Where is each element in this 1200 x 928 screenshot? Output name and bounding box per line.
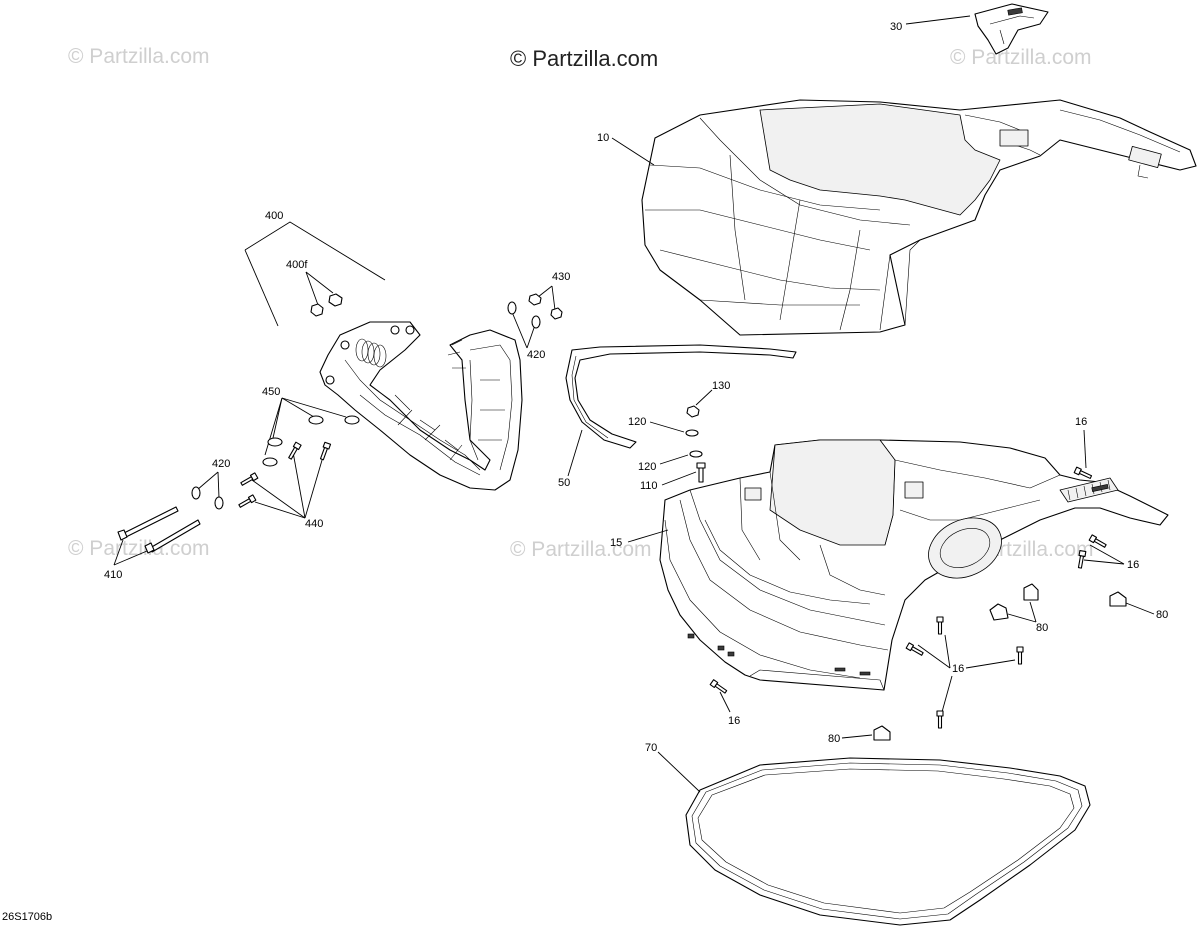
part-110-bolt[interactable]: 110 [640, 462, 706, 492]
svg-text:420: 420 [212, 458, 230, 470]
part-400f-nuts[interactable]: 400f [286, 259, 343, 317]
part-450-washers[interactable]: 450 [262, 386, 360, 467]
watermark-top-right: © Partzilla.com [950, 46, 1092, 69]
svg-text:120: 120 [628, 416, 646, 428]
svg-text:400: 400 [265, 210, 283, 222]
hinge-spring [355, 338, 387, 368]
part-420-washers-lower[interactable]: 420 [191, 458, 230, 510]
svg-text:440: 440 [305, 518, 323, 530]
svg-text:16: 16 [1127, 559, 1139, 571]
svg-text:420: 420 [527, 349, 545, 361]
part-70-seal[interactable]: 70 [645, 742, 1091, 926]
watermarks: © Partzilla.com © Partzilla.com © Partzi… [68, 45, 1094, 561]
svg-text:50: 50 [558, 477, 570, 489]
callout-30: 30 [890, 15, 971, 33]
svg-text:70: 70 [645, 742, 657, 754]
callout-10: 10 [597, 132, 655, 166]
part-80-clips[interactable]: 80 80 80 [828, 583, 1168, 745]
watermark-mid-center: © Partzilla.com [510, 538, 652, 561]
part-50-trim-strip[interactable]: 50 [558, 344, 797, 489]
svg-text:10: 10 [597, 132, 609, 144]
svg-text:400f: 400f [286, 259, 308, 271]
svg-text:16: 16 [952, 663, 964, 675]
svg-text:80: 80 [1036, 622, 1048, 634]
svg-text:16: 16 [728, 715, 740, 727]
svg-text:110: 110 [640, 480, 658, 492]
watermark-main: © Partzilla.com [510, 46, 658, 71]
part-430-nuts[interactable]: 430 [528, 271, 570, 320]
svg-text:430: 430 [552, 271, 570, 283]
part-400-hinge-bracket[interactable] [319, 321, 523, 491]
svg-text:15: 15 [610, 537, 622, 549]
part-30-clip[interactable] [974, 3, 1049, 55]
svg-text:130: 130 [712, 380, 730, 392]
part-440-screws[interactable]: 440 [238, 441, 332, 530]
watermark-mid-left: © Partzilla.com [68, 537, 210, 560]
drawing-code: 26S1706b [2, 911, 52, 923]
part-420-washers-upper[interactable]: 420 [507, 301, 545, 361]
svg-text:450: 450 [262, 386, 280, 398]
part-16-screws[interactable]: 16 16 16 16 [709, 416, 1139, 729]
svg-text:80: 80 [828, 733, 840, 745]
part-120-washers[interactable]: 120 120 [628, 416, 703, 473]
svg-text:16: 16 [1075, 416, 1087, 428]
part-130-nut[interactable]: 130 [686, 380, 730, 418]
part-410-bolts[interactable]: 410 [104, 506, 201, 581]
part-10-upper-cover[interactable] [641, 99, 1197, 336]
callout-400: 400 [244, 210, 386, 327]
svg-text:410: 410 [104, 569, 122, 581]
svg-text:80: 80 [1156, 609, 1168, 621]
svg-text:120: 120 [638, 461, 656, 473]
watermark-top-left: © Partzilla.com [68, 45, 210, 68]
svg-text:30: 30 [890, 21, 902, 33]
part-15-console-body[interactable]: 15 [610, 439, 1169, 691]
